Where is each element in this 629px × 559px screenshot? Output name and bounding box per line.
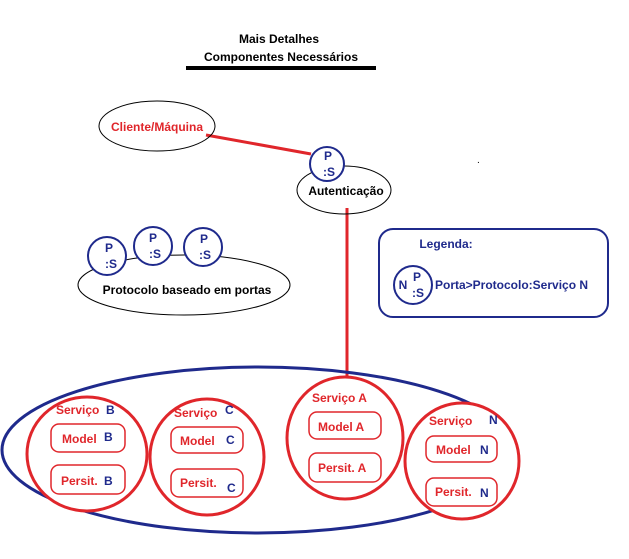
- protocol-port-1: P :S: [87, 236, 127, 276]
- svg-text::S: :S: [412, 286, 424, 300]
- service-c: Serviço C Model C Persit. C: [148, 397, 266, 517]
- legend-text: Porta>Protocolo:Serviço N: [435, 278, 588, 292]
- service-a-model-box: [308, 411, 382, 440]
- service-n-model-box: [425, 435, 498, 463]
- title: Mais Detalhes: [239, 32, 319, 46]
- service-b-label: Serviço: [56, 403, 99, 417]
- legend-symbol-n: N: [399, 278, 408, 292]
- service-c-persist-label: Persit.: [180, 476, 217, 490]
- service-b-persist-suffix: B: [104, 474, 113, 488]
- service-n-persist-label: Persit.: [435, 485, 472, 499]
- svg-text:P: P: [105, 241, 113, 255]
- protocol-node: Protocolo baseado em portas: [77, 254, 291, 316]
- service-b-model-box: [50, 423, 126, 453]
- service-c-suffix: C: [225, 403, 234, 417]
- service-b-persist-box: [50, 464, 126, 495]
- service-n-model-suffix: N: [480, 443, 489, 457]
- service-n-suffix: N: [489, 413, 498, 427]
- service-n-persist-box: [425, 477, 498, 507]
- service-a-label: Serviço A: [312, 391, 367, 405]
- svg-text::S: :S: [199, 248, 211, 262]
- service-c-label: Serviço: [174, 406, 217, 420]
- client-to-port-connector: [205, 133, 312, 156]
- service-a: Serviço A Model A Persit. A: [285, 375, 405, 501]
- legend-box: Legenda: N P :S Porta>Protocolo:Serviço …: [378, 228, 609, 318]
- service-c-model-box: [170, 426, 244, 454]
- service-c-persist-box: [170, 468, 244, 498]
- client-node: Cliente/Máquina: [98, 100, 216, 152]
- protocol-port-3: P :S: [183, 227, 223, 267]
- port-s-label: :S: [323, 165, 335, 179]
- auth-port: P :S: [309, 146, 345, 182]
- svg-text:P: P: [413, 270, 421, 284]
- service-n-model-label: Model: [436, 443, 471, 457]
- svg-text::S: :S: [105, 257, 117, 271]
- service-n-label: Serviço: [429, 414, 472, 428]
- service-b-model-suffix: B: [104, 430, 113, 444]
- service-n-persist-suffix: N: [480, 486, 489, 500]
- auth-node: Autenticação: [296, 165, 392, 215]
- auth-label: Autenticação: [308, 184, 383, 198]
- service-a-persist-label: Persit. A: [318, 461, 367, 475]
- service-a-model-label: Model A: [318, 420, 365, 434]
- client-label: Cliente/Máquina: [111, 120, 203, 134]
- service-c-model-suffix: C: [226, 433, 235, 447]
- svg-text:P: P: [200, 232, 208, 246]
- service-b: Serviço B Model B Persit. B: [25, 395, 149, 513]
- legend-port-symbol: [393, 265, 433, 305]
- svg-text:P: P: [149, 231, 157, 245]
- protocol-label: Protocolo baseado em portas: [103, 283, 272, 297]
- port-p-label: P: [324, 149, 332, 163]
- stray-dot: .: [477, 155, 480, 166]
- service-b-persist-label: Persit.: [61, 474, 98, 488]
- legend-title: Legenda:: [419, 237, 472, 251]
- protocol-port-2: P :S: [133, 226, 173, 266]
- service-b-suffix: B: [106, 403, 115, 417]
- service-c-persist-suffix: C: [227, 481, 236, 495]
- service-n: Serviço N Model N Persit. N: [403, 401, 521, 521]
- service-c-model-label: Model: [180, 434, 215, 448]
- svg-text::S: :S: [149, 247, 161, 261]
- service-a-persist-box: [308, 452, 382, 483]
- service-b-model-label: Model: [62, 432, 97, 446]
- subtitle: Componentes Necessários: [204, 50, 358, 64]
